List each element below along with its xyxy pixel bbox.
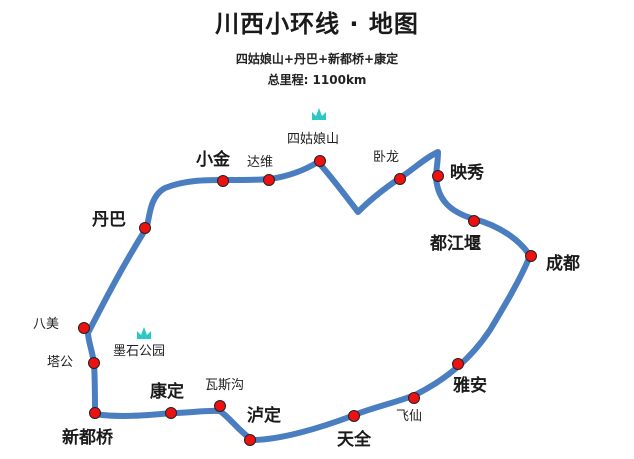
stop-marker[interactable] bbox=[78, 322, 90, 334]
stop-label-xinduqiao: 新都桥 bbox=[62, 428, 113, 448]
stop-marker[interactable] bbox=[214, 400, 226, 412]
stop-marker[interactable] bbox=[432, 170, 444, 182]
stop-label-danba: 丹巴 bbox=[92, 210, 126, 230]
mountain-icon bbox=[137, 327, 151, 339]
stop-marker[interactable] bbox=[468, 215, 480, 227]
route-summary: 四姑娘山+丹巴+新都桥+康定 bbox=[235, 52, 399, 66]
stop-marker[interactable] bbox=[89, 407, 101, 419]
stop-label-feixian: 飞仙 bbox=[396, 409, 423, 424]
stop-label-kangding: 康定 bbox=[150, 382, 184, 402]
stop-label-dawei: 达维 bbox=[247, 155, 274, 170]
stop-marker[interactable] bbox=[244, 434, 256, 446]
stop-marker[interactable] bbox=[348, 410, 360, 422]
stop-marker[interactable] bbox=[165, 407, 177, 419]
stop-marker[interactable] bbox=[263, 174, 275, 186]
stop-label-luding: 泸定 bbox=[247, 406, 281, 426]
stop-label-tianquan: 天全 bbox=[337, 430, 371, 450]
stop-label-bamei: 八美 bbox=[33, 317, 60, 332]
total-distance: 总里程: 1100km bbox=[267, 73, 367, 87]
stop-marker[interactable] bbox=[525, 250, 537, 262]
stop-label-xiaojin: 小金 bbox=[196, 150, 230, 170]
stop-label-chengdu: 成都 bbox=[546, 254, 580, 274]
stop-marker[interactable] bbox=[394, 173, 406, 185]
stop-marker[interactable] bbox=[88, 357, 100, 369]
stop-label-wolong: 卧龙 bbox=[373, 150, 400, 165]
stop-label-wasigou: 瓦斯沟 bbox=[205, 378, 245, 393]
stop-marker[interactable] bbox=[314, 155, 326, 167]
stop-marker[interactable] bbox=[408, 392, 420, 404]
stop-marker[interactable] bbox=[217, 175, 229, 187]
stop-label-siguniangshan: 四姑娘山 bbox=[287, 132, 340, 147]
stop-label-yingxiu: 映秀 bbox=[450, 163, 484, 183]
stop-label-yaan: 雅安 bbox=[453, 376, 487, 396]
stop-marker[interactable] bbox=[452, 358, 464, 370]
route-line bbox=[85, 149, 533, 443]
stop-marker[interactable] bbox=[139, 222, 151, 234]
map-title: 川西小环线 · 地图 bbox=[215, 10, 419, 38]
landmark-label-moshi-park: 墨石公园 bbox=[113, 344, 166, 359]
stop-label-dujiangyan: 都江堰 bbox=[430, 234, 481, 254]
mountain-icon bbox=[312, 108, 326, 120]
stop-label-tagong: 塔公 bbox=[47, 355, 74, 370]
